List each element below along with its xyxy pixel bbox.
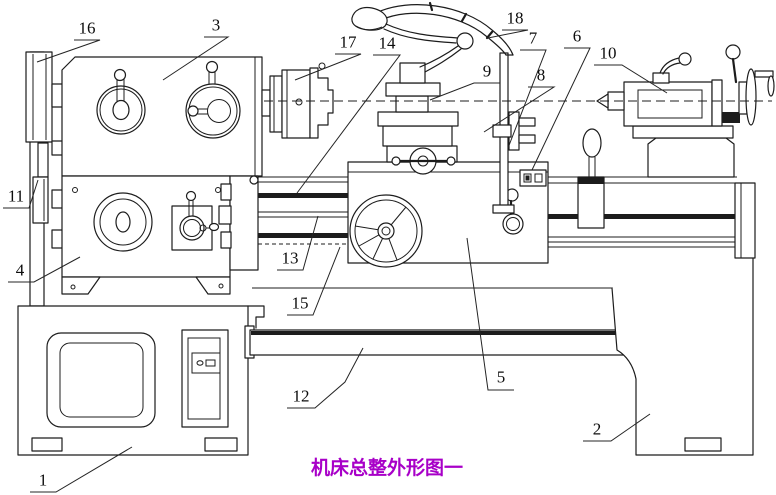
rod-bracket: [218, 175, 259, 271]
callout-leader-8: [483, 86, 556, 133]
callout-label-15: 15: [292, 294, 309, 313]
figure-caption: 机床总整外形图一: [311, 456, 463, 479]
callout-label-2: 2: [593, 420, 602, 439]
feed-gearbox: [61, 175, 231, 295]
callout-leader-12: [287, 347, 364, 409]
callout-leader-3: [162, 36, 230, 81]
callout-leader-9: [429, 82, 500, 101]
callout-leader-16: [36, 39, 101, 63]
callout-leader-11: [3, 179, 39, 209]
callout-label-12: 12: [293, 387, 310, 406]
right-base-leg: [611, 258, 754, 456]
left-base-cabinet: [17, 305, 265, 456]
callout-label-14: 14: [379, 34, 397, 53]
shift-lever: [577, 128, 605, 229]
callout-leader-10: [594, 64, 668, 94]
callout-label-13: 13: [282, 249, 299, 268]
callout-leader-1: [30, 446, 133, 493]
callout-label-11: 11: [8, 187, 24, 206]
callout-label-8: 8: [537, 66, 546, 85]
callout-label-16: 16: [79, 19, 96, 38]
callout-leader-18: [487, 29, 529, 39]
callout-label-4: 4: [16, 261, 25, 280]
callout-label-6: 6: [573, 27, 582, 46]
work-lamp-guard: [351, 1, 514, 73]
callout-leader-5: [466, 237, 514, 391]
callout-leader-14: [296, 54, 401, 194]
callout-leader-13: [277, 215, 319, 271]
callout-leader-4: [8, 256, 81, 283]
callout-label-7: 7: [529, 29, 538, 48]
tailstock: [596, 44, 775, 178]
saddle-apron: [347, 161, 549, 268]
callout-label-9: 9: [483, 62, 492, 81]
lamp-elbow: [456, 32, 474, 50]
callout-label-10: 10: [600, 44, 617, 63]
callout-label-18: 18: [507, 9, 524, 28]
chuck: [261, 62, 334, 139]
callout-leader-15: [287, 246, 341, 316]
callout-leader-7: [507, 49, 547, 149]
callout-leader-2: [583, 413, 651, 442]
callout-leader-17: [294, 53, 362, 81]
callout-label-5: 5: [497, 368, 506, 387]
callout-label-1: 1: [39, 471, 48, 490]
change-gear-cover: [25, 51, 64, 307]
callout-leader-6: [531, 47, 591, 171]
cross-slide-toolpost: [377, 62, 459, 175]
callout-label-17: 17: [340, 33, 358, 52]
leadscrew-feedrod: [258, 176, 348, 245]
chip-tray: [244, 325, 636, 359]
headstock: [61, 56, 263, 177]
callout-label-3: 3: [212, 16, 221, 35]
splash-guard-plate: [492, 52, 536, 214]
